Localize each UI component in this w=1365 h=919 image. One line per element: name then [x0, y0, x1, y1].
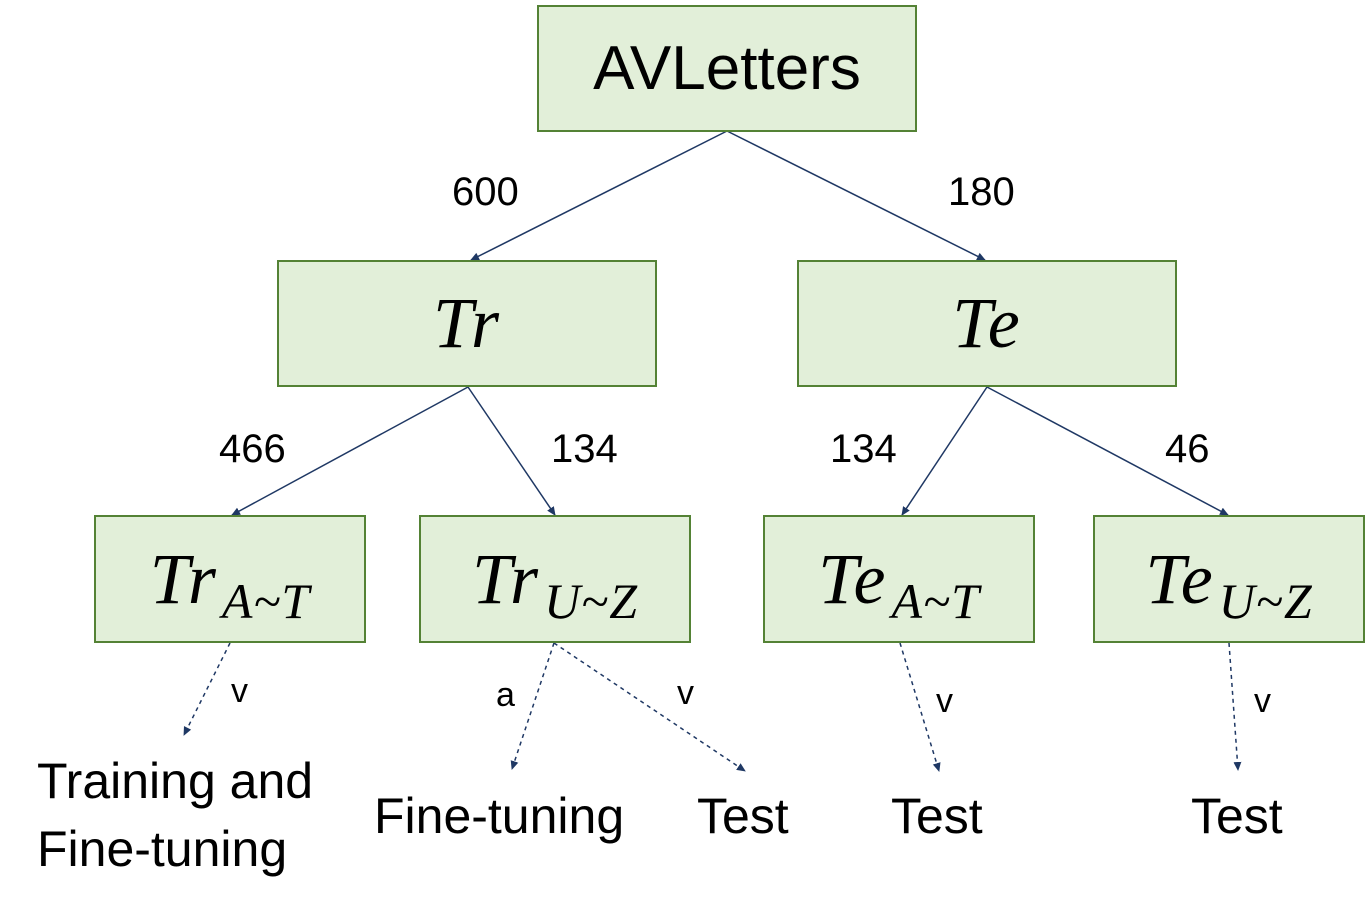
- root-node: AVLetters: [537, 5, 917, 132]
- te-u-z-subscript: U~Z: [1218, 573, 1313, 629]
- dashed-edge-te-u-z-to-test: [1228, 642, 1242, 771]
- dashed-edge-tr-a-t-to-training: [183, 642, 231, 736]
- tr-a-t-main: Tr: [149, 538, 218, 619]
- tr-node: Tr: [277, 260, 657, 387]
- tr-u-z-main: Tr: [471, 538, 541, 619]
- target-training-line2: Fine-tuning: [37, 821, 288, 877]
- target-fine-tuning: Fine-tuning: [374, 788, 625, 844]
- modality-label-tr-u-z-a: a: [496, 676, 515, 714]
- target-test-tr-u-z: Test: [697, 788, 789, 844]
- target-test-te-u-z: Test: [1191, 788, 1283, 844]
- target-test-te-a-t: Test: [891, 788, 983, 844]
- edge-count-tr-u-z: 134: [551, 427, 618, 471]
- modality-label-te-u-z: v: [1254, 682, 1271, 720]
- te-node-label: Te: [952, 283, 1022, 363]
- edge-tr-to-tr-u-z: [467, 386, 556, 516]
- te-u-z-main: Te: [1145, 538, 1215, 619]
- edge-te-to-te-a-t: [901, 386, 988, 516]
- tr-node-label: Tr: [432, 283, 502, 363]
- te-a-t-subscript: A~T: [891, 573, 980, 629]
- target-training-line1: Training and: [37, 753, 314, 809]
- modality-label-tr-u-z-v: v: [677, 674, 694, 712]
- edge-root-to-tr: [470, 130, 728, 261]
- edge-count-te: 180: [948, 170, 1015, 214]
- dashed-edge-tr-u-z-to-test: [553, 642, 746, 772]
- edge-root-to-te: [726, 130, 986, 261]
- tr-u-z-subscript: U~Z: [544, 573, 639, 629]
- dashed-edge-te-a-t-to-test: [899, 642, 941, 772]
- edge-tr-to-tr-a-t: [231, 386, 469, 516]
- edge-count-te-u-z: 46: [1165, 427, 1210, 471]
- edge-te-to-te-u-z: [986, 386, 1229, 516]
- edge-count-te-a-t: 134: [830, 427, 897, 471]
- te-a-t-main: Te: [818, 538, 888, 619]
- modality-label-te-a-t: v: [936, 682, 953, 720]
- root-label: AVLetters: [593, 34, 861, 103]
- dashed-edge-tr-u-z-to-fine-tuning: [510, 642, 555, 770]
- modality-label-tr-a-t: v: [231, 672, 248, 710]
- edge-count-tr: 600: [452, 170, 519, 214]
- edge-count-tr-a-t: 466: [219, 427, 286, 471]
- te-node: Te: [797, 260, 1177, 387]
- tr-a-t-subscript: A~T: [221, 573, 311, 629]
